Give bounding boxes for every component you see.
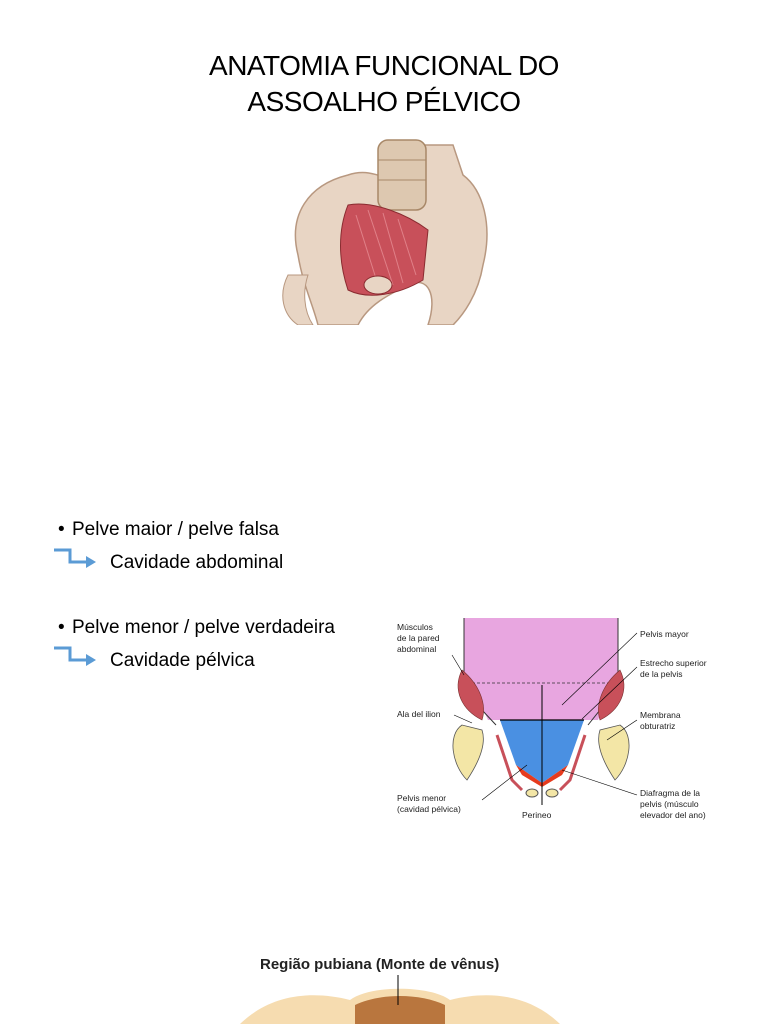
title-line-1: ANATOMIA FUNCIONAL DO <box>209 50 559 81</box>
label-musculos-2: de la pared <box>397 633 440 643</box>
pelvis-muscle-illustration <box>282 139 488 325</box>
arrow-icon <box>54 646 96 666</box>
label-musculos-1: Músculos <box>397 622 433 632</box>
page-title: ANATOMIA FUNCIONAL DO ASSOALHO PÉLVICO <box>0 48 768 120</box>
bullet-text: Pelve menor / pelve verdadeira <box>72 617 335 638</box>
arrow-icon <box>54 548 96 568</box>
sub-cavidade-abdominal: Cavidade abdominal <box>110 552 284 573</box>
bullet-text: Pelve maior / pelve falsa <box>72 519 279 540</box>
pelvis-diagram: Músculos de la pared abdominal Ala del i… <box>397 618 707 820</box>
label-pelvis-mayor: Pelvis mayor <box>640 629 689 639</box>
label-pelvis-menor-1: Pelvis menor <box>397 793 446 803</box>
label-musculos-3: abdominal <box>397 644 436 654</box>
pubic-region-illustration <box>240 975 560 1024</box>
label-ala-ilion: Ala del ilion <box>397 709 441 719</box>
label-estrecho-1: Estrecho superior <box>640 658 707 668</box>
pubiana-caption: Região pubiana (Monte de vênus) <box>260 956 500 973</box>
label-perineo: Perineo <box>522 810 552 820</box>
label-pelvis-menor-2: (cavidad pélvica) <box>397 804 461 814</box>
label-membrana-1: Membrana <box>640 710 681 720</box>
title-line-2: ASSOALHO PÉLVICO <box>247 86 521 117</box>
sub-cavidade-pelvica: Cavidade pélvica <box>110 650 255 671</box>
label-estrecho-2: de la pelvis <box>640 669 683 679</box>
label-diafragma-1: Diafragma de la <box>640 788 700 798</box>
label-membrana-2: obturatriz <box>640 721 675 731</box>
label-diafragma-2: pelvis (músculo <box>640 799 699 809</box>
bullet-pelve-menor: •Pelve menor / pelve verdadeira <box>58 617 335 638</box>
label-diafragma-3: elevador del ano) <box>640 810 706 820</box>
bullet-pelve-maior: •Pelve maior / pelve falsa <box>58 519 279 540</box>
